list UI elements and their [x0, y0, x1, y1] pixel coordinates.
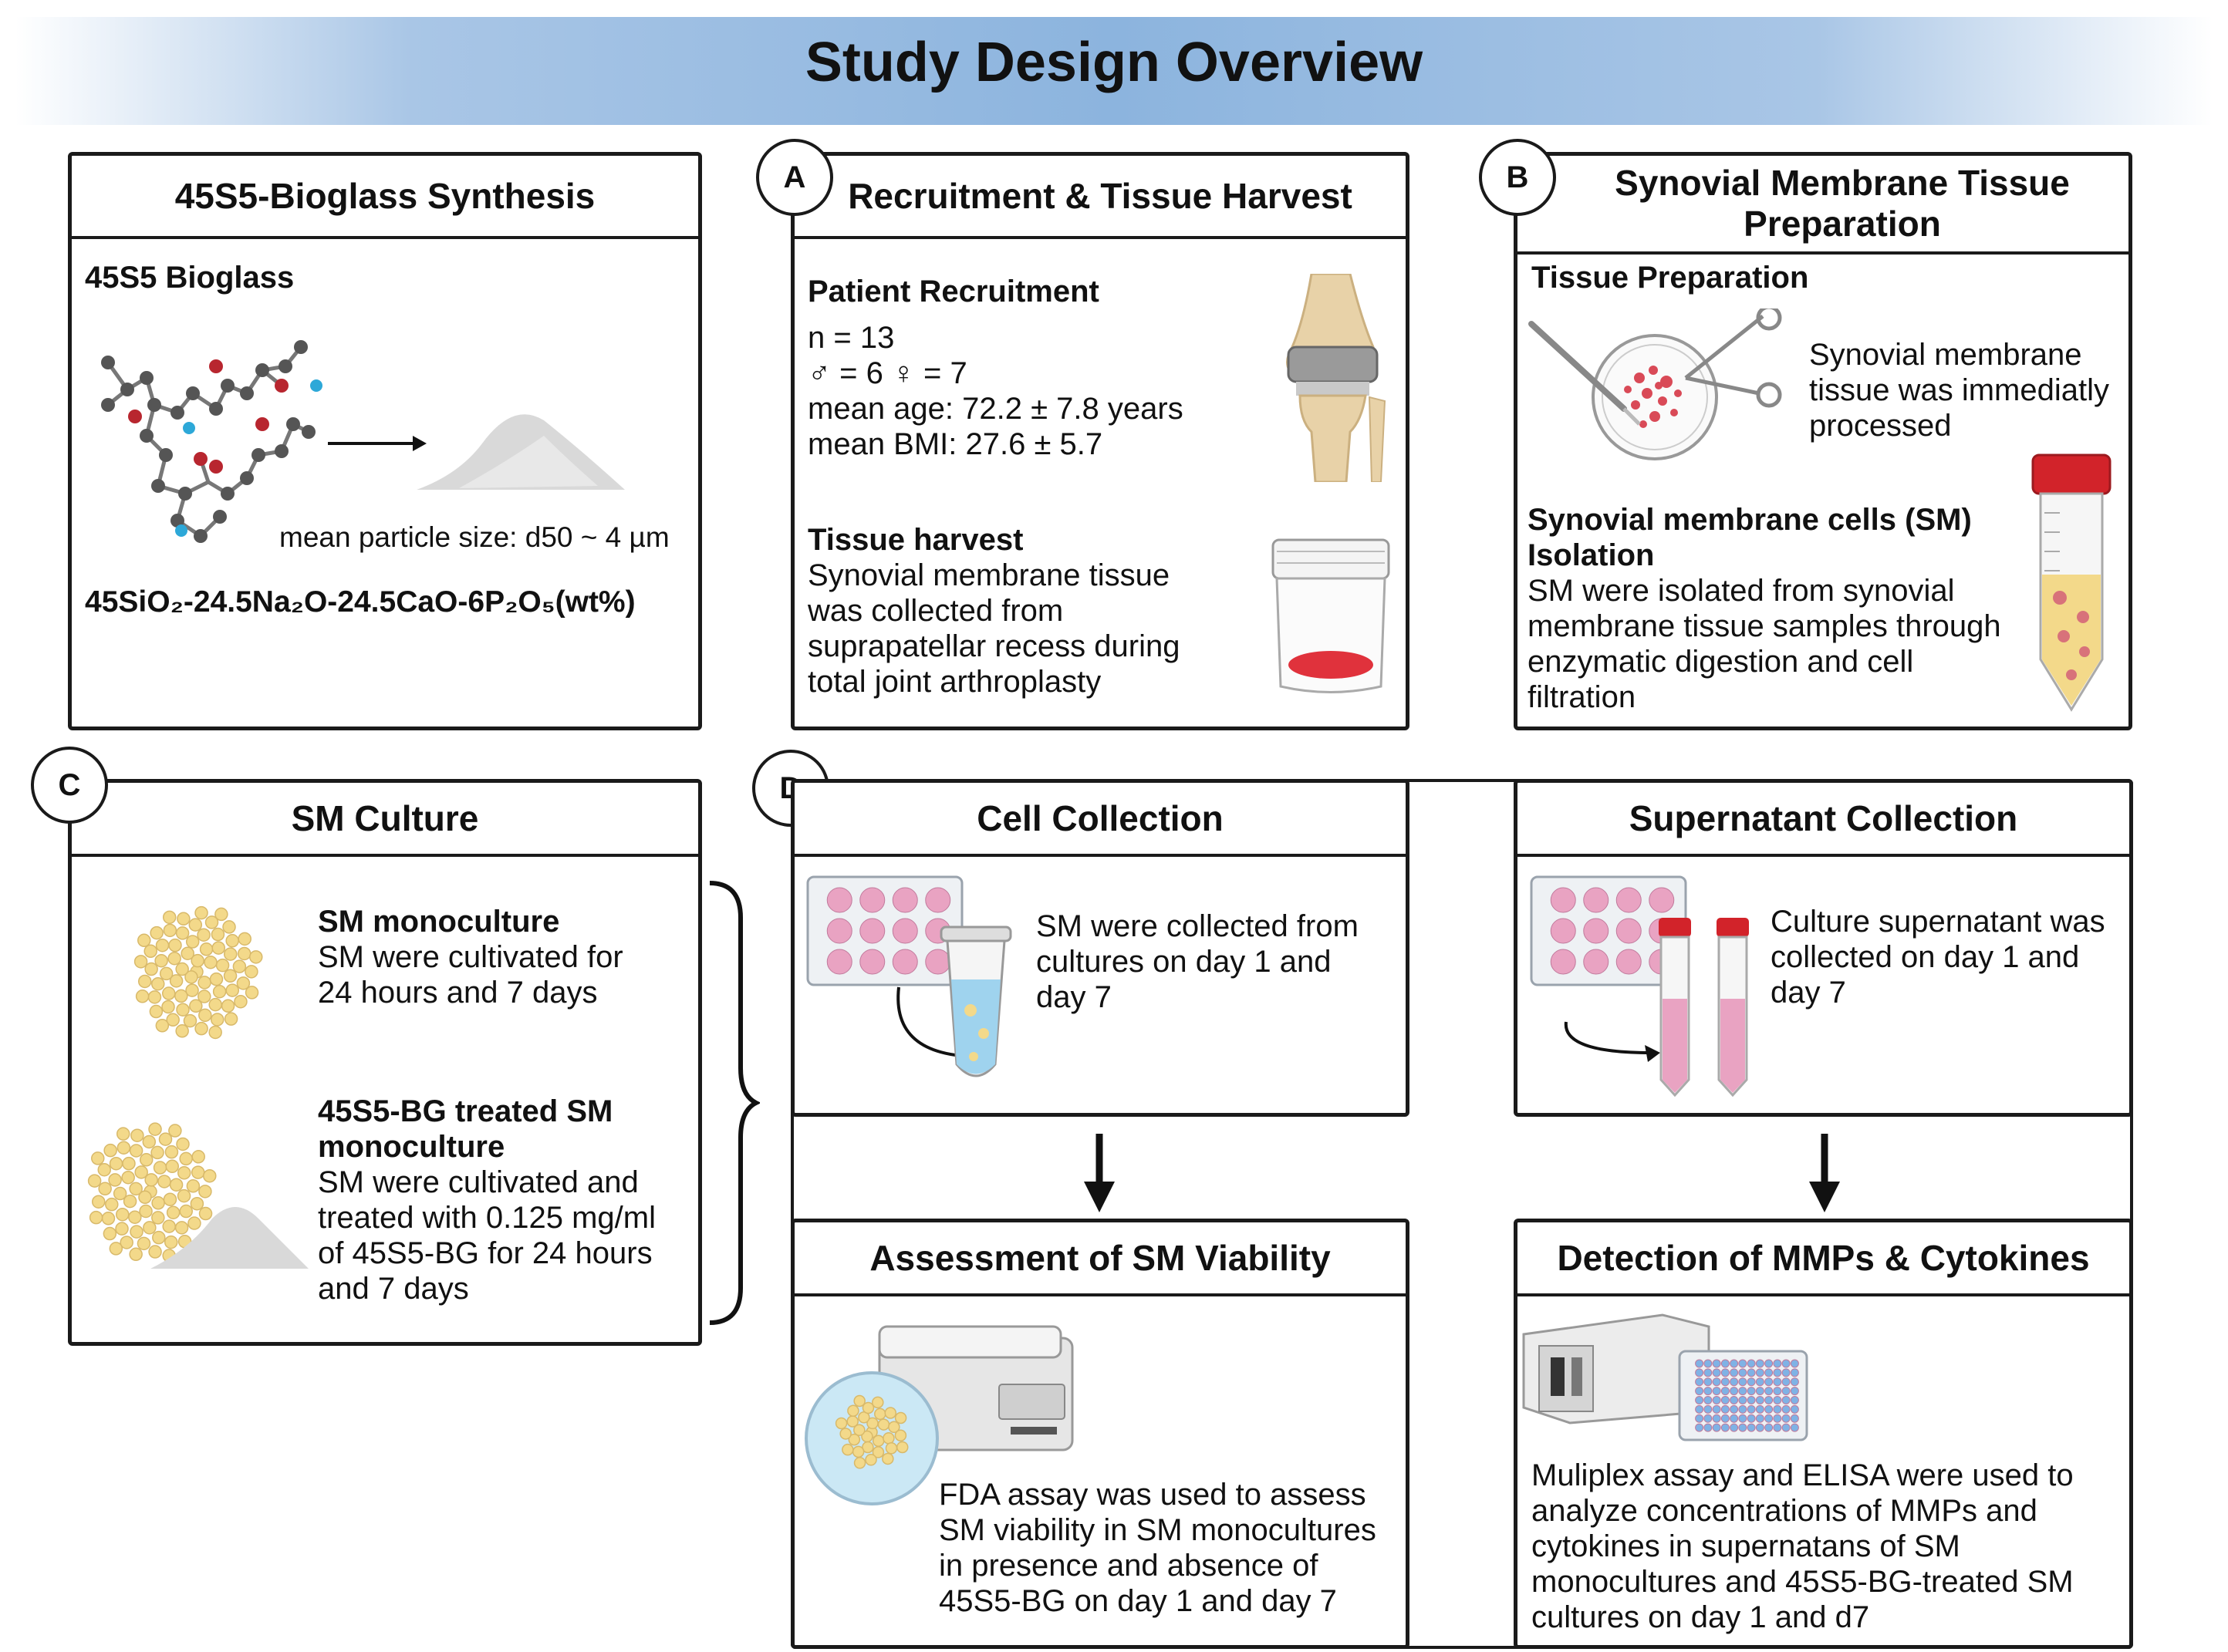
- page-title: Study Design Overview: [805, 32, 1423, 93]
- supernatant-tubes-icon: [1564, 918, 1749, 1097]
- well-plate-icon: [806, 875, 964, 986]
- petri-dish-scalpel-icon: [1528, 308, 1782, 460]
- harvest-heading: Tissue harvest: [808, 523, 1024, 557]
- supernatant-text: Culture supernatant was collected on day…: [1771, 905, 2105, 1010]
- bioglass-formula: 45SiO₂-24.5Na₂O-24.5CaO-6P₂O₅(wt%): [85, 585, 636, 619]
- panel-title: Recruitment & Tissue Harvest: [795, 156, 1406, 239]
- treated-cell-cluster-icon: [87, 1122, 309, 1269]
- knee-joint-icon: [1286, 274, 1386, 482]
- falcon-tube-icon: [2031, 453, 2112, 712]
- bioglass-subtitle: 45S5 Bioglass: [85, 261, 295, 295]
- panel-label-b: B: [1479, 139, 1556, 216]
- bg-treated-text: SM were cultivated and treated with 0.12…: [318, 1165, 656, 1306]
- patient-sex: ♂ = 6 ♀ = 7: [808, 356, 967, 390]
- box-title: Cell Collection: [795, 783, 1406, 857]
- panel-label-a: A: [756, 139, 833, 216]
- specimen-container-icon: [1271, 538, 1390, 693]
- curly-brace-icon: [709, 881, 760, 1325]
- harvest-text: Synovial membrane tissue was collected f…: [808, 558, 1180, 699]
- isolation-text: SM were isolated from synovial membrane …: [1528, 574, 2001, 714]
- prep-text: Synovial membrane tissue was immediatly …: [1809, 338, 2110, 443]
- patient-bmi: mean BMI: 27.6 ± 5.7: [808, 427, 1103, 461]
- prep-heading: Tissue Preparation: [1531, 261, 1809, 295]
- panel-label-c: C: [31, 747, 108, 824]
- patient-count: n = 13: [808, 321, 895, 355]
- molecule-illustration: [101, 340, 322, 543]
- box-title: Supernatant Collection: [1517, 783, 2129, 857]
- panel-title: 45S5-Bioglass Synthesis: [72, 156, 698, 239]
- arrow-down-icon: [1084, 1134, 1115, 1212]
- arrow-down-icon: [1809, 1134, 1840, 1212]
- 96-well-plate-icon: [1678, 1350, 1808, 1441]
- panel-title: SM Culture: [72, 783, 698, 857]
- cell-cluster-icon: [133, 905, 263, 1040]
- bioglass-powder-icon: [417, 414, 625, 490]
- panel-title: Synovial Membrane Tissue Preparation: [1517, 156, 2128, 255]
- box-title: Assessment of SM Viability: [795, 1222, 1406, 1296]
- panel-bioglass-synthesis: 45S5-Bioglass Synthesis: [68, 152, 702, 730]
- cell-collection-text: SM were collected from cultures on day 1…: [1036, 909, 1359, 1014]
- mmp-text: Muliplex assay and ELISA were used to an…: [1531, 1458, 2074, 1634]
- particle-size-text: mean particle size: d50 ~ 4 µm: [279, 521, 670, 553]
- box-title: Detection of MMPs & Cytokines: [1517, 1222, 2129, 1296]
- recruit-heading: Patient Recruitment: [808, 275, 1099, 308]
- box-mmp-cytokine-detection: Detection of MMPs & Cytokines: [1514, 1219, 2133, 1649]
- patient-age: mean age: 72.2 ± 7.8 years: [808, 392, 1183, 426]
- monoculture-heading: SM monoculture: [318, 905, 560, 939]
- isolation-heading: Synovial membrane cells (SM) Isolation: [1528, 503, 1972, 572]
- title-banner: [15, 17, 2213, 125]
- petri-dish-cells-icon: [805, 1371, 939, 1505]
- multiplex-analyzer-icon: [1522, 1313, 1710, 1424]
- monoculture-text: SM were cultivated for 24 hours and 7 da…: [318, 940, 623, 1010]
- bg-treated-heading: 45S5-BG treated SM monoculture: [318, 1094, 613, 1164]
- viability-text: FDA assay was used to assess SM viabilit…: [939, 1478, 1376, 1618]
- eppendorf-tube-icon: [896, 925, 1012, 1077]
- arrow-right-icon: [328, 436, 427, 451]
